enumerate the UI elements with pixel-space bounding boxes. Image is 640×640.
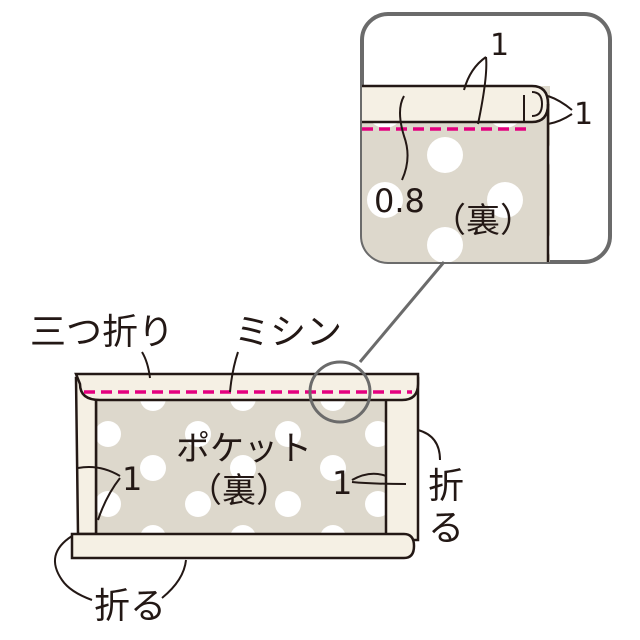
magnifier-circle xyxy=(308,360,372,424)
right-fold-label-1: 折 xyxy=(428,466,464,507)
right-fold-label-2: る xyxy=(428,508,464,549)
bottom-fold-label: 折る xyxy=(94,586,166,627)
bottom-fold-leader-right xyxy=(161,559,187,599)
pocket xyxy=(70,372,420,560)
pocket-right-fold xyxy=(384,376,420,542)
stitch-label: ミシン xyxy=(234,312,342,353)
detail-dim-side-leader xyxy=(547,95,573,125)
pocket-label: ポケット xyxy=(176,429,312,469)
left-dim-leader xyxy=(77,466,121,521)
pocket-bottom-fold xyxy=(70,532,416,560)
stitch-leader xyxy=(229,351,239,393)
right-dim-leader xyxy=(351,472,407,485)
right-fold-leader xyxy=(417,429,441,461)
detail-fold-edge xyxy=(531,91,544,117)
tri-fold-label: 三つ折り xyxy=(30,312,174,353)
bottom-fold-leader-left xyxy=(53,535,93,601)
detail-dim-stitch-leader xyxy=(399,95,409,181)
right-dim-label: 1 xyxy=(332,464,352,502)
detail-back-label: （裏） xyxy=(432,201,534,241)
detail-dim-side-label: 1 xyxy=(574,97,593,132)
pocket-back-label: （裏） xyxy=(188,471,290,511)
detail-rolled-hem xyxy=(362,84,550,124)
detail-dim-top-leader xyxy=(463,56,488,125)
detail-dim-top-label: 1 xyxy=(490,28,509,63)
magnifier-connector xyxy=(358,261,446,363)
tri-fold-leader xyxy=(141,351,151,379)
detail-inset: 1 1 0.8 （裏） xyxy=(360,12,612,264)
detail-dim-stitch-label: 0.8 xyxy=(374,182,425,220)
left-dim-label: 1 xyxy=(122,460,142,498)
